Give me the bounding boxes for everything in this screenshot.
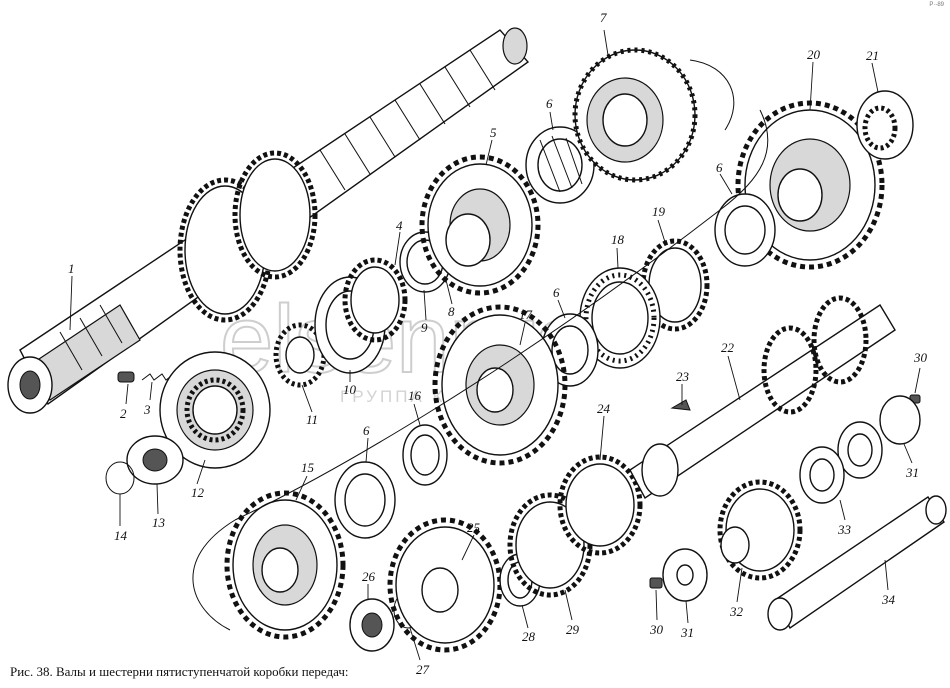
part-label-20: 20 <box>807 47 821 62</box>
part-label-24: 24 <box>597 401 611 416</box>
part-label-17: 17 <box>519 307 533 322</box>
synchronizer-hub-12 <box>159 351 271 469</box>
part-label-12: 12 <box>191 485 205 500</box>
part-label-21: 21 <box>866 48 879 63</box>
part-label-30-top: 30 <box>913 350 928 365</box>
splined-washer-21 <box>856 90 914 160</box>
key-23 <box>670 399 691 411</box>
part-number-labels: 1 2 3 4 5 6 6 6 6 7 8 9 10 11 12 13 14 1… <box>68 10 928 677</box>
needle-bearings-33 <box>799 421 883 504</box>
gear-20 <box>735 100 885 270</box>
part-label-33: 33 <box>837 522 852 537</box>
gear-32 <box>717 479 803 581</box>
figure-caption: Рис. 38. Валы и шестерни пятиступенчатой… <box>10 664 349 679</box>
part-label-16: 16 <box>408 388 422 403</box>
washer-31-bottom <box>662 548 708 602</box>
part-label-6b: 6 <box>716 160 723 175</box>
assembly-bracket-line <box>192 519 236 631</box>
gear-4 <box>342 257 408 343</box>
part-label-31-top: 31 <box>905 465 919 480</box>
axle-34 <box>767 495 947 631</box>
part-label-2: 2 <box>120 406 127 421</box>
gear-5 <box>419 154 541 296</box>
part-label-6c: 6 <box>553 285 560 300</box>
part-label-5: 5 <box>490 125 497 140</box>
corner-mark: Р·-89 <box>929 2 944 8</box>
part-label-10: 10 <box>343 382 357 397</box>
leader-lines <box>69 29 921 661</box>
part-label-23: 23 <box>676 369 690 384</box>
needle-bearing-6a <box>525 126 595 204</box>
part-label-8: 8 <box>448 304 455 319</box>
part-label-26: 26 <box>362 569 376 584</box>
gear-15 <box>224 490 346 640</box>
part-label-15: 15 <box>301 460 315 475</box>
synchro-ring-18 <box>579 267 661 369</box>
gear-24 <box>557 454 643 556</box>
part-label-11: 11 <box>306 412 318 427</box>
part-label-3: 3 <box>143 402 151 417</box>
part-label-7: 7 <box>600 10 607 25</box>
part-label-34: 34 <box>881 592 896 607</box>
part-label-30-bottom: 30 <box>649 622 664 637</box>
input-shaft <box>7 27 530 414</box>
part-label-6a: 6 <box>546 96 553 111</box>
gear-25 <box>387 517 503 653</box>
needle-bearing-6b <box>714 193 776 267</box>
part-label-9: 9 <box>421 320 428 335</box>
part-label-1: 1 <box>68 261 75 276</box>
part-label-32: 32 <box>729 604 744 619</box>
needle-bearing-6d <box>334 461 396 539</box>
countershaft-22 <box>629 295 896 500</box>
part-label-28: 28 <box>522 629 536 644</box>
gear-17 <box>432 304 568 466</box>
key-pin <box>117 371 135 383</box>
plug-30-bottom <box>649 577 663 589</box>
part-label-27: 27 <box>416 662 430 677</box>
assembly-bracket-line-upper <box>234 109 769 521</box>
splined-washer-11 <box>273 322 327 388</box>
snap-ring-14 <box>105 461 135 495</box>
part-label-22: 22 <box>721 340 735 355</box>
part-label-18: 18 <box>611 232 625 247</box>
bushing-16 <box>402 424 448 486</box>
synchronizer-7 <box>572 47 735 183</box>
part-label-6d: 6 <box>363 423 370 438</box>
bearing-13 <box>126 435 184 485</box>
part-label-25: 25 <box>467 520 481 535</box>
part-label-19: 19 <box>652 204 666 219</box>
part-label-14: 14 <box>114 528 128 543</box>
part-label-13: 13 <box>152 515 166 530</box>
bearing-26 <box>349 598 395 652</box>
washer-31-top <box>879 395 921 445</box>
part-label-4: 4 <box>396 218 403 233</box>
part-label-29: 29 <box>566 622 580 637</box>
part-label-31-bottom: 31 <box>680 625 694 640</box>
